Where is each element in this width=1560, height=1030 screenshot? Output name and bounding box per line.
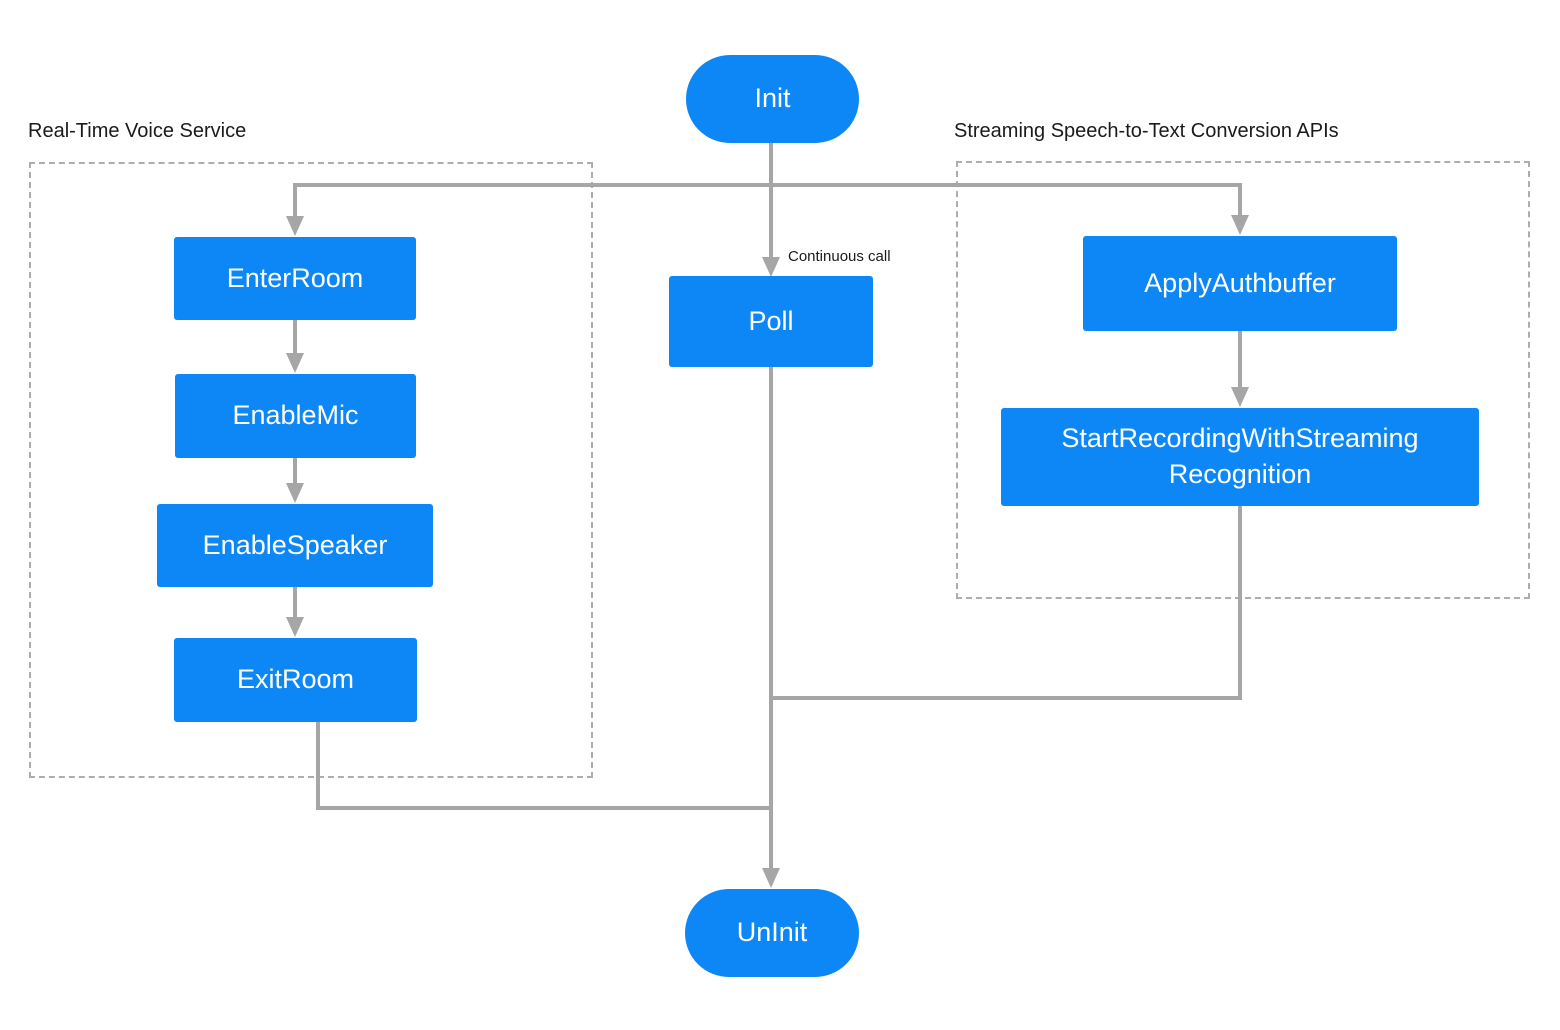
group-title-voice-service: Real-Time Voice Service — [28, 120, 247, 142]
node-enterroom: EnterRoom — [174, 237, 416, 320]
connector-init-down — [769, 142, 773, 258]
connector-poll-uninit — [769, 367, 773, 868]
connector-startrecording-return-down — [1238, 506, 1242, 700]
connector-startrecording-return-left — [771, 696, 1242, 700]
connector-enablemic-enablespeaker — [293, 458, 297, 484]
node-poll: Poll — [669, 276, 873, 367]
connector-applyauthbuffer-startrecording — [1238, 331, 1242, 388]
connector-branch-horizontal — [293, 183, 1242, 187]
arrowhead-into-poll — [762, 257, 780, 277]
node-uninit: UnInit — [685, 889, 859, 977]
arrowhead-into-enablemic — [286, 353, 304, 373]
arrowhead-into-enterroom — [286, 216, 304, 236]
arrowhead-into-enablespeaker — [286, 483, 304, 503]
connector-branch-right-down — [1238, 183, 1242, 216]
arrowhead-into-exitroom — [286, 617, 304, 637]
group-frame-stt-apis — [956, 161, 1530, 599]
node-enablespeaker: EnableSpeaker — [157, 504, 433, 587]
arrowhead-into-applyauthbuffer — [1231, 215, 1249, 235]
node-enablemic: EnableMic — [175, 374, 416, 458]
arrowhead-into-startrecording — [1231, 387, 1249, 407]
group-frame-voice-service — [29, 162, 593, 778]
annotation-continuous-call: Continuous call — [788, 248, 891, 265]
node-startrecording-line2: Recognition — [1168, 459, 1312, 489]
connector-exitroom-return-right — [316, 806, 773, 810]
connector-exitroom-return-down — [316, 722, 320, 810]
node-applyauthbuffer: ApplyAuthbuffer — [1083, 236, 1397, 331]
node-init: Init — [686, 55, 859, 143]
connector-branch-left-down — [293, 183, 297, 217]
arrowhead-into-uninit — [762, 868, 780, 888]
group-title-stt-apis: Streaming Speech-to-Text Conversion APIs — [954, 120, 1339, 142]
connector-enterroom-enablemic — [293, 319, 297, 354]
node-exitroom: ExitRoom — [174, 638, 417, 722]
connector-enablespeaker-exitroom — [293, 587, 297, 618]
node-startrecording-line1: StartRecordingWithStreaming — [1061, 423, 1419, 454]
node-startrecording: StartRecordingWithStreaming Recognition — [1001, 408, 1479, 506]
